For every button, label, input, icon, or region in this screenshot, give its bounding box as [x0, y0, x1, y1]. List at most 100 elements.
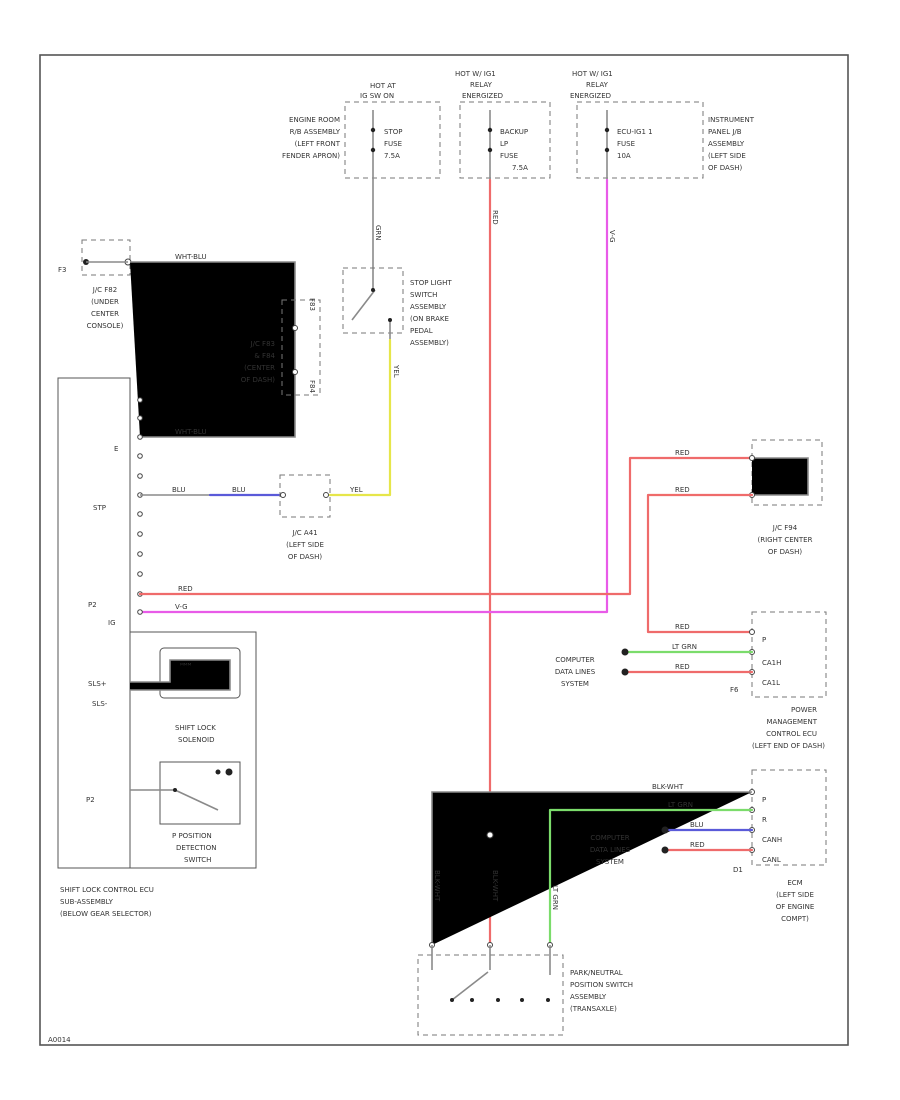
wire-label-park-ltgrn: LT GRN — [551, 885, 559, 910]
shift-lock-solenoid: ᴹᴹᴹ SHIFT LOCK SOLENOID — [130, 647, 241, 744]
fuse-stop-label-2: FUSE — [384, 140, 402, 148]
park-switch-desc-4: (TRANSAXLE) — [570, 1005, 617, 1013]
fuse-stop-header-1: HOT AT — [370, 82, 397, 90]
ecu-pin-ig: IG — [108, 619, 116, 627]
wire-label-p2-red: RED — [178, 585, 193, 593]
ecm-desc-4: COMPT) — [781, 915, 809, 923]
power-ecu-ref: F6 — [730, 686, 739, 694]
ecu-pin-p2-detect: P2 — [86, 796, 95, 804]
jc-f83-desc-3: (CENTER — [244, 364, 275, 372]
stop-switch-desc-4: (ON BRAKE — [410, 315, 449, 323]
wire-label-f94-red-1: RED — [675, 449, 690, 457]
jc-f84-tag: F84 — [308, 380, 316, 393]
wire-f94-to-power-ecu: RED — [646, 486, 754, 634]
diagram-frame — [39, 54, 849, 1046]
fuse-backup-label-3: FUSE — [500, 152, 518, 160]
cdl2-line-1: COMPUTER — [590, 834, 629, 842]
ecm-desc-2: (LEFT SIDE — [776, 891, 814, 899]
f3-desc-4: CONSOLE) — [87, 322, 124, 330]
jb-desc-3: ASSEMBLY — [708, 140, 745, 148]
wire-label-ecm-blkwht: BLK-WHT — [652, 783, 684, 791]
stop-switch-desc-2: SWITCH — [410, 291, 437, 299]
wire-label-park-blkwht-1: BLK-WHT — [433, 870, 441, 902]
f3-desc-1: J/C F82 — [92, 286, 117, 294]
cdl1-line-3: SYSTEM — [561, 680, 589, 688]
fuse-backup-header-3: ENERGIZED — [462, 92, 503, 100]
jb-desc-5: OF DASH) — [708, 164, 743, 172]
fuse-stop-header-2: IG SW ON — [360, 92, 394, 100]
ecu-pin-e: E — [114, 445, 118, 453]
diagram-code: A0014 — [48, 1036, 71, 1044]
ecm-wires: BLK-WHT LT GRN BLU RED — [431, 783, 754, 947]
jb-desc-1: INSTRUMENT — [708, 116, 755, 124]
jc-a41: J/C A41 (LEFT SIDE OF DASH) — [279, 474, 331, 561]
wire-stop-feed: GRN — [372, 180, 382, 272]
fuse-backup-label-2: LP — [500, 140, 508, 148]
ecu-label-1: SHIFT LOCK CONTROL ECU — [60, 886, 154, 894]
wire-p2-red: RED RED V-G — [138, 449, 754, 611]
connector-f3: F3 J/C F82 (UNDER CENTER CONSOLE) — [58, 239, 132, 330]
fuse-backup-header-1: HOT W/ IG1 — [455, 70, 496, 78]
wire-label-stp-blu-2: BLU — [232, 486, 245, 494]
jc-a41-desc-2: (LEFT SIDE — [286, 541, 324, 549]
wire-pink-main: V-G — [138, 178, 616, 614]
computer-data-lines-1: COMPUTER DATA LINES SYSTEM — [555, 656, 596, 688]
power-ecu-desc-2: MANAGEMENT — [766, 718, 817, 726]
jc-f94-desc-1: J/C F94 — [772, 524, 798, 532]
solenoid-label-1: SHIFT LOCK — [175, 724, 216, 732]
park-switch-desc-2: POSITION SWITCH — [570, 981, 633, 989]
park-switch-desc-1: PARK/NEUTRAL — [570, 969, 623, 977]
wire-label-ig-pink: V-G — [175, 603, 188, 611]
wire-stp: BLU BLU YEL — [140, 486, 363, 497]
park-switch-desc-3: ASSEMBLY — [570, 993, 607, 1001]
ecu-label-2: SUB-ASSEMBLY — [60, 898, 114, 906]
power-ecu-desc-3: CONTROL ECU — [766, 730, 817, 738]
wire-label-park-blkwht-2: BLK-WHT — [491, 870, 499, 902]
jc-f83-desc-2: & F84 — [254, 352, 275, 360]
fuse-ig1-label-2: FUSE — [617, 140, 635, 148]
cdl2-line-2: DATA LINES — [590, 846, 631, 854]
wire-label-yel: YEL — [392, 364, 400, 378]
wire-label-power-red-2: RED — [675, 663, 690, 671]
stop-switch-desc-6: ASSEMBLY) — [410, 339, 449, 347]
fuse-ig1-label-1: ECU-IG1 1 — [617, 128, 653, 136]
fuse-stop-label-3: 7.5A — [384, 152, 400, 160]
ecu-pin-stp: STP — [93, 504, 106, 512]
solenoid-label-2: SOLENOID — [178, 736, 214, 744]
fuse-ig1-header-1: HOT W/ IG1 — [572, 70, 613, 78]
wire-label-ecm-red: RED — [690, 841, 705, 849]
wire-wht-blu-loop: WHT-BLU WHT-BLU — [130, 253, 296, 438]
f3-desc-2: (UNDER — [91, 298, 119, 306]
jc-a41-desc-3: OF DASH) — [288, 553, 323, 561]
wire-label-whtblu-top: WHT-BLU — [175, 253, 207, 261]
wire-label-whtblu-bottom: WHT-BLU — [175, 428, 207, 436]
shift-lock-ecu: E STP P2 IG SLS+ SLS- P2 ᴹᴹᴹ SHIFT LOCK … — [57, 377, 257, 918]
wire-label-pink-main: V-G — [608, 230, 616, 243]
wire-label-power-ltgrn: LT GRN — [672, 643, 697, 651]
ecm-pin-canl: CANL — [762, 856, 781, 864]
computer-data-lines-2: COMPUTER DATA LINES SYSTEM — [590, 834, 631, 866]
fuse-backup-label-1: BACKUP — [500, 128, 528, 136]
ecm-pin-canh: CANH — [762, 836, 782, 844]
power-ecu-pin-ca1h: CA1H — [762, 659, 781, 667]
rb-desc-1: ENGINE ROOM — [289, 116, 340, 124]
fuse-ig1-header-3: ENERGIZED — [570, 92, 611, 100]
power-ecu-desc-1: POWER — [791, 706, 817, 714]
wire-label-ecm-blu: BLU — [690, 821, 703, 829]
fuse-backup-label-4: 7.5A — [512, 164, 528, 172]
jc-f83-desc-4: OF DASH) — [241, 376, 276, 384]
fuse-backup-header-2: RELAY — [470, 81, 493, 89]
jc-f94-desc-3: OF DASH) — [768, 548, 803, 556]
ecm-pin-p: P — [762, 796, 766, 804]
jb-desc-4: (LEFT SIDE — [708, 152, 746, 160]
wire-yellow-stop: YEL — [328, 338, 400, 497]
wire-label-grn: GRN — [374, 225, 382, 241]
stop-switch-desc-1: STOP LIGHT — [410, 279, 452, 287]
rb-desc-4: FENDER APRON) — [282, 152, 340, 160]
fuse-box-ecu-ig1: HOT W/ IG1 RELAY ENERGIZED ECU-IG1 1 FUS… — [570, 70, 755, 180]
ecm: P R CANH CANL D1 ECM (LEFT SIDE OF ENGIN… — [733, 769, 827, 923]
jc-f94-desc-2: (RIGHT CENTER — [758, 536, 813, 544]
detect-label-3: SWITCH — [184, 856, 211, 864]
ecu-pins — [137, 397, 143, 615]
cdl1-line-2: DATA LINES — [555, 668, 596, 676]
